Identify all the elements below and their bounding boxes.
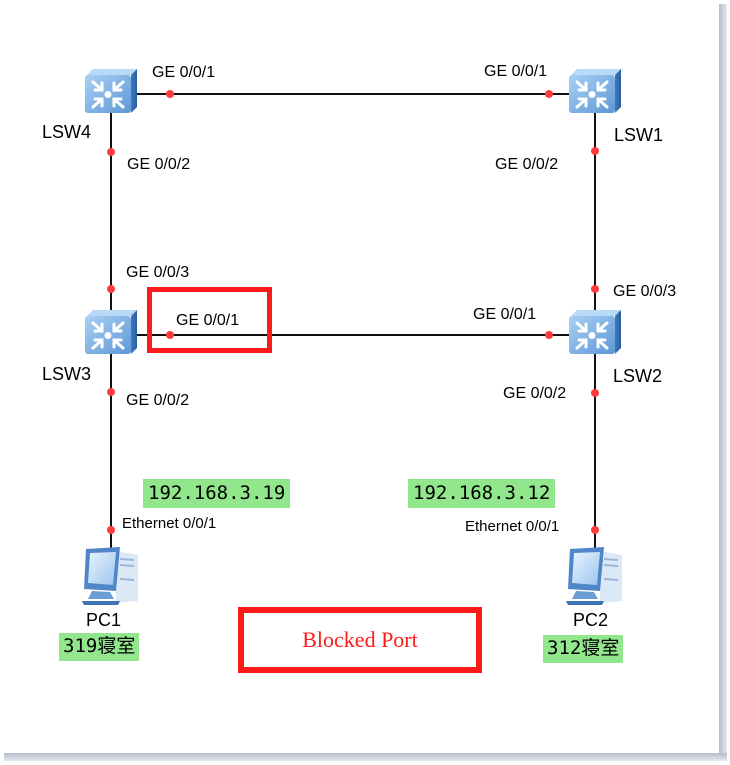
switch-icon-lsw1 xyxy=(567,67,623,115)
port-label-lsw2-ge3: GE 0/0/3 xyxy=(613,283,677,300)
switch-icon-lsw3 xyxy=(83,308,139,356)
port-label-lsw2-ge2: GE 0/0/2 xyxy=(503,385,567,402)
port-label-lsw3-ge3: GE 0/0/3 xyxy=(126,264,190,281)
switch-icon-lsw4 xyxy=(83,67,139,115)
device-label-pc1: PC1 xyxy=(86,610,122,630)
ip-label-pc1: 192.168.3.19 xyxy=(143,479,291,508)
device-label-lsw2: LSW2 xyxy=(613,366,663,386)
port-label-lsw4-ge1: GE 0/0/1 xyxy=(152,64,216,81)
port-dot-lsw3-ge2 xyxy=(107,388,115,396)
room-label-pc2: 312寝室 xyxy=(543,635,624,663)
port-dot-pc2-eth xyxy=(591,526,599,534)
port-dot-pc1-eth xyxy=(107,526,115,534)
port-dot-lsw2-ge1 xyxy=(545,331,553,339)
port-dot-lsw1-ge1 xyxy=(545,90,553,98)
port-dot-lsw3-ge1-blocked xyxy=(166,331,174,339)
port-label-lsw3-ge2: GE 0/0/2 xyxy=(126,392,190,409)
pc-icon-pc1 xyxy=(81,546,139,606)
port-dot-lsw2-ge3 xyxy=(591,285,599,293)
port-dot-lsw4-ge1 xyxy=(166,90,174,98)
legend-blocked-port: Blocked Port xyxy=(238,607,482,673)
device-label-lsw1: LSW1 xyxy=(614,125,664,145)
device-label-lsw3: LSW3 xyxy=(42,364,92,384)
port-label-lsw4-ge2: GE 0/0/2 xyxy=(127,156,191,173)
port-dot-lsw4-ge2 xyxy=(107,148,115,156)
diagram-canvas xyxy=(0,0,719,753)
port-label-lsw3-ge1: GE 0/0/1 xyxy=(176,312,240,329)
port-label-lsw2-ge1: GE 0/0/1 xyxy=(473,306,537,323)
blocked-port-highlight xyxy=(147,287,272,353)
port-label-lsw1-ge2: GE 0/0/2 xyxy=(495,156,559,173)
device-label-pc2: PC2 xyxy=(573,610,609,630)
frame-shadow-bottom xyxy=(4,753,727,761)
pc-icon-pc2 xyxy=(565,546,623,606)
port-dot-lsw2-ge2 xyxy=(591,389,599,397)
ip-label-pc2: 192.168.3.12 xyxy=(408,479,556,508)
frame-shadow-right xyxy=(719,4,727,761)
port-dot-lsw1-ge2 xyxy=(591,147,599,155)
port-label-lsw1-ge1: GE 0/0/1 xyxy=(484,63,548,80)
device-label-lsw4: LSW4 xyxy=(42,122,92,142)
port-label-pc2-eth: Ethernet 0/0/1 xyxy=(465,518,560,535)
room-label-pc1: 319寝室 xyxy=(59,633,140,661)
port-dot-lsw3-ge3 xyxy=(107,285,115,293)
switch-icon-lsw2 xyxy=(567,308,623,356)
port-label-pc1-eth: Ethernet 0/0/1 xyxy=(122,515,217,532)
legend-blocked-port-text: Blocked Port xyxy=(302,627,418,652)
